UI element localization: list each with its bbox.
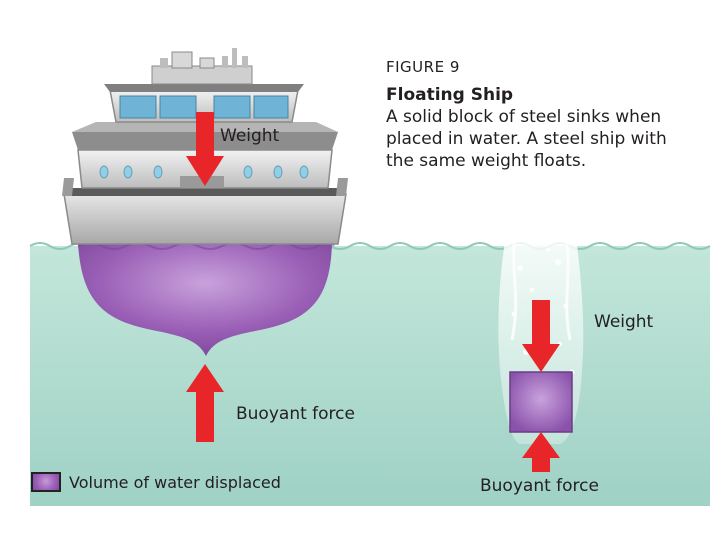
legend-label: Volume of water displaced	[69, 472, 281, 492]
portholes	[99, 165, 309, 179]
ship-hull	[63, 193, 347, 245]
block-buoyant-label: Buoyant force	[480, 476, 599, 496]
legend: Volume of water displaced	[31, 472, 281, 492]
ship-weight-label: Weight	[220, 126, 280, 146]
ship-buoyant-label: Buoyant force	[236, 404, 355, 424]
figure-title: Floating Ship	[386, 85, 514, 105]
figure-caption: FIGURE 9 Floating Ship A solid block of …	[386, 58, 706, 172]
figure-number: FIGURE 9	[386, 58, 460, 76]
bridge-windows	[119, 95, 289, 119]
caption-line-2: placed in water. A steel ship with	[386, 129, 667, 149]
ship-displaced-volume	[78, 244, 332, 356]
block-weight-arrow	[522, 300, 560, 372]
ship-weight-arrow	[186, 112, 224, 186]
ship	[62, 48, 348, 356]
ship-buoyant-arrow	[186, 364, 224, 442]
caption-line-1: A solid block of steel sinks when	[386, 107, 662, 127]
steel-block	[509, 371, 573, 433]
block-buoyant-arrow	[522, 432, 560, 472]
block-weight-label: Weight	[594, 312, 654, 332]
caption-line-3: the same weight floats.	[386, 151, 587, 171]
legend-swatch	[31, 472, 61, 492]
